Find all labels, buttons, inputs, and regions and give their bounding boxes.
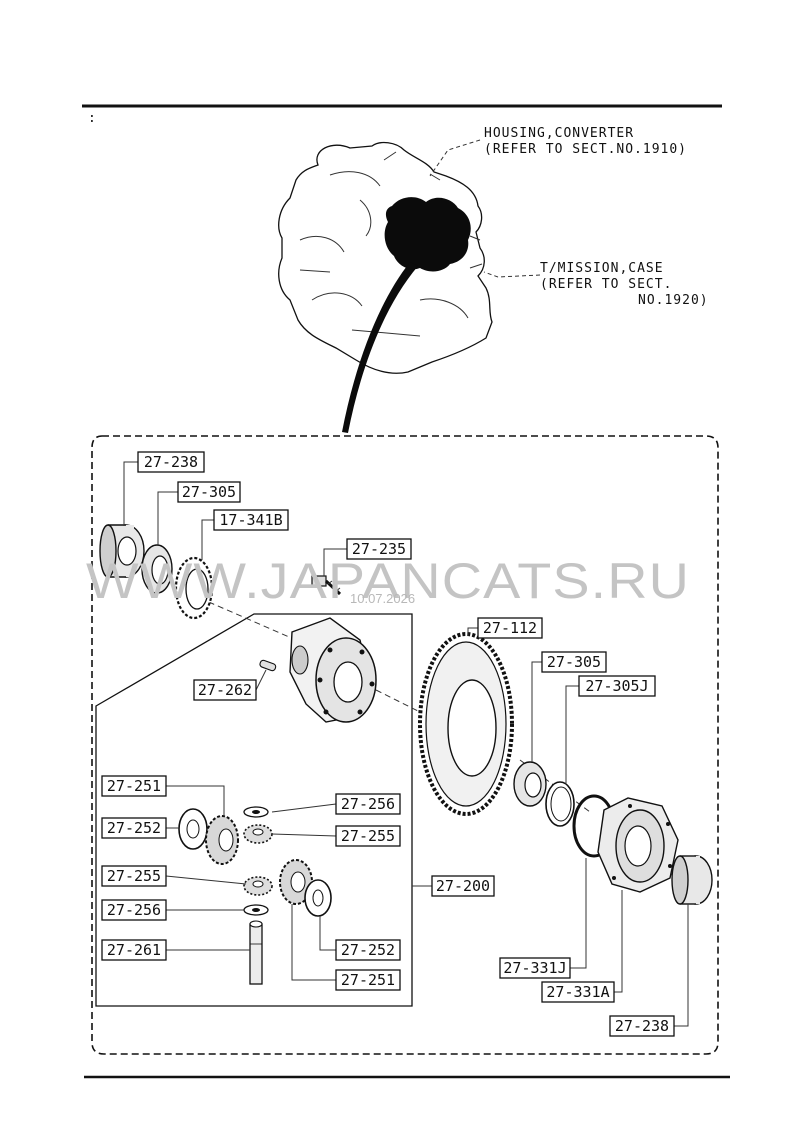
svg-text:27-251: 27-251 <box>107 777 161 795</box>
housing-converter-note-line1: HOUSING,CONVERTER <box>484 126 634 141</box>
part-label-27-235: 27-235 <box>346 538 412 560</box>
part-label-27-262: 27-262 <box>193 679 257 701</box>
differential-case-icon <box>289 617 377 723</box>
bearing-left-icon <box>99 524 145 578</box>
section-pointer <box>342 262 418 433</box>
dashed-detail-frame <box>91 435 719 1055</box>
thrust-washer-left-icon <box>178 808 208 850</box>
part-label-27-305-left: 27-305 <box>177 481 241 503</box>
part-label-17-341b: 17-341B <box>213 509 289 531</box>
part-label-27-256-left: 27-256 <box>101 899 167 921</box>
bearing-race-right-icon <box>513 761 547 807</box>
svg-text:27-256: 27-256 <box>107 901 161 919</box>
bearing-housing-icon <box>597 797 679 893</box>
shim-icon <box>545 781 575 827</box>
svg-text:27-261: 27-261 <box>107 941 161 959</box>
svg-text:27-235: 27-235 <box>352 540 406 558</box>
transaxle-assembly <box>278 139 541 433</box>
bolt-icon <box>311 575 342 596</box>
svg-text:17-341B: 17-341B <box>219 511 282 529</box>
leader-lines <box>123 461 689 1027</box>
part-label-27-238-top: 27-238 <box>137 451 205 473</box>
svg-text:27-331J: 27-331J <box>503 959 566 977</box>
header-mark: : <box>88 111 97 126</box>
svg-text:27-252: 27-252 <box>341 941 395 959</box>
svg-text:27-255: 27-255 <box>341 827 395 845</box>
pinion-gear-top-icon <box>243 824 273 844</box>
svg-text:27-256: 27-256 <box>341 795 395 813</box>
lock-pin-icon <box>259 659 277 672</box>
part-label-27-200: 27-200 <box>431 875 495 897</box>
part-label-27-251-left: 27-251 <box>101 775 167 797</box>
ring-gear-icon <box>418 632 514 816</box>
part-label-27-112: 27-112 <box>477 617 543 639</box>
svg-text:27-255: 27-255 <box>107 867 161 885</box>
part-label-27-252-right: 27-252 <box>335 939 401 961</box>
differential-group-outline <box>95 613 413 1007</box>
watermark-date: 10.07.2026 <box>350 591 415 606</box>
side-gear-left-icon <box>205 815 239 865</box>
pinion-shaft-icon <box>249 920 263 985</box>
part-label-27-255-top: 27-255 <box>335 825 401 847</box>
part-label-27-305j: 27-305J <box>578 675 656 697</box>
svg-text:27-331A: 27-331A <box>546 983 609 1001</box>
transmission-case-note-line3: NO.1920) <box>638 293 709 308</box>
part-label-27-255-left: 27-255 <box>101 865 167 887</box>
svg-text:27-251: 27-251 <box>341 971 395 989</box>
part-label-27-261: 27-261 <box>101 939 167 961</box>
thrust-washer-right-icon <box>304 879 332 917</box>
part-label-27-252-left: 27-252 <box>101 817 167 839</box>
svg-text:27-305: 27-305 <box>547 653 601 671</box>
part-label-27-251-right: 27-251 <box>335 969 401 991</box>
svg-text:27-238: 27-238 <box>144 453 198 471</box>
svg-text:27-252: 27-252 <box>107 819 161 837</box>
svg-text:27-112: 27-112 <box>483 619 537 637</box>
watermark: WWW.JAPANCATS.RU <box>86 553 690 609</box>
svg-text:27-238: 27-238 <box>615 1017 669 1035</box>
transmission-case-note-line2: (REFER TO SECT. <box>540 277 672 292</box>
part-label-27-305-right: 27-305 <box>541 651 607 673</box>
svg-text:27-305: 27-305 <box>182 483 236 501</box>
pinion-washer-bottom-icon <box>243 904 269 916</box>
housing-converter-note-line2: (REFER TO SECT.NO.1910) <box>484 142 687 157</box>
speedometer-gear-icon <box>174 556 214 620</box>
part-label-27-331a: 27-331A <box>541 981 615 1003</box>
svg-text:27-262: 27-262 <box>198 681 252 699</box>
pinion-washer-top-icon <box>243 806 269 818</box>
converter-housing-highlight <box>384 197 471 272</box>
bearing-right-icon <box>671 855 713 905</box>
part-label-27-331j: 27-331J <box>499 957 571 979</box>
part-label-27-238-bottom: 27-238 <box>609 1015 675 1037</box>
svg-text:27-200: 27-200 <box>436 877 490 895</box>
svg-text:27-305J: 27-305J <box>585 677 648 695</box>
part-label-27-256-top: 27-256 <box>335 793 401 815</box>
pinion-gear-bottom-icon <box>243 876 273 896</box>
transmission-case-note-line1: T/MISSION,CASE <box>540 261 664 276</box>
bearing-race-left-icon <box>141 544 173 594</box>
